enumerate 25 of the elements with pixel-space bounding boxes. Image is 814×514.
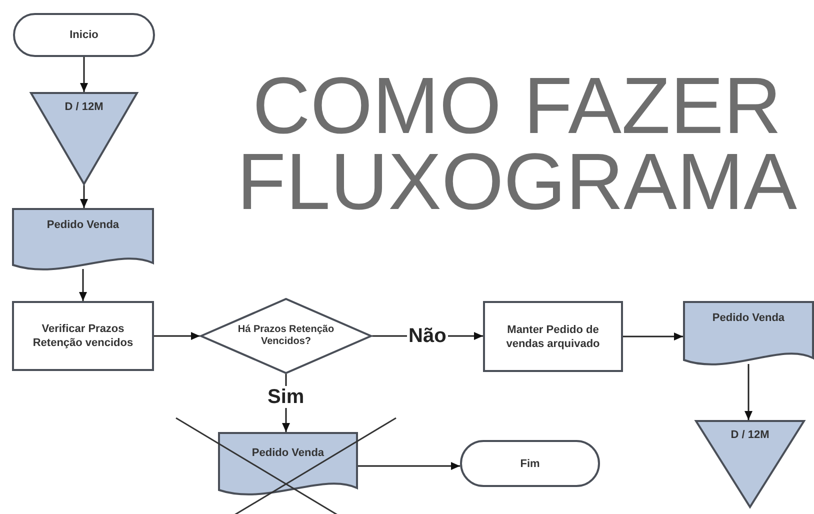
arrow [80,185,88,208]
terminal-shape [13,13,155,57]
arrow [744,364,752,420]
arrow [358,462,460,470]
arrow [79,269,87,301]
node-label: Manter Pedido de vendas arquivado [505,322,601,350]
node-label: Pedido Venda [250,446,326,460]
process-box [12,301,154,371]
arrow [154,332,200,340]
decision-diamond [200,298,372,374]
arrow [80,57,88,92]
node-label: D / 12M [64,100,104,114]
node-label: Verificar Prazos Retenção vencidos [32,322,134,350]
storage-triangle [30,92,138,185]
node-label: D / 12M [730,428,770,442]
node-label: Há Prazos Retenção Vencidos? [238,324,334,348]
node-label: Inicio [68,28,100,42]
process-box [483,301,623,372]
terminal-shape [460,440,600,487]
title: COMO FAZER FLUXOGRAMA [236,68,798,220]
node-label: Fim [519,456,541,470]
node-label: Pedido Venda [46,218,120,232]
arrow [623,332,683,340]
storage-triangle [695,420,805,508]
node-label: Pedido Venda [711,311,786,325]
